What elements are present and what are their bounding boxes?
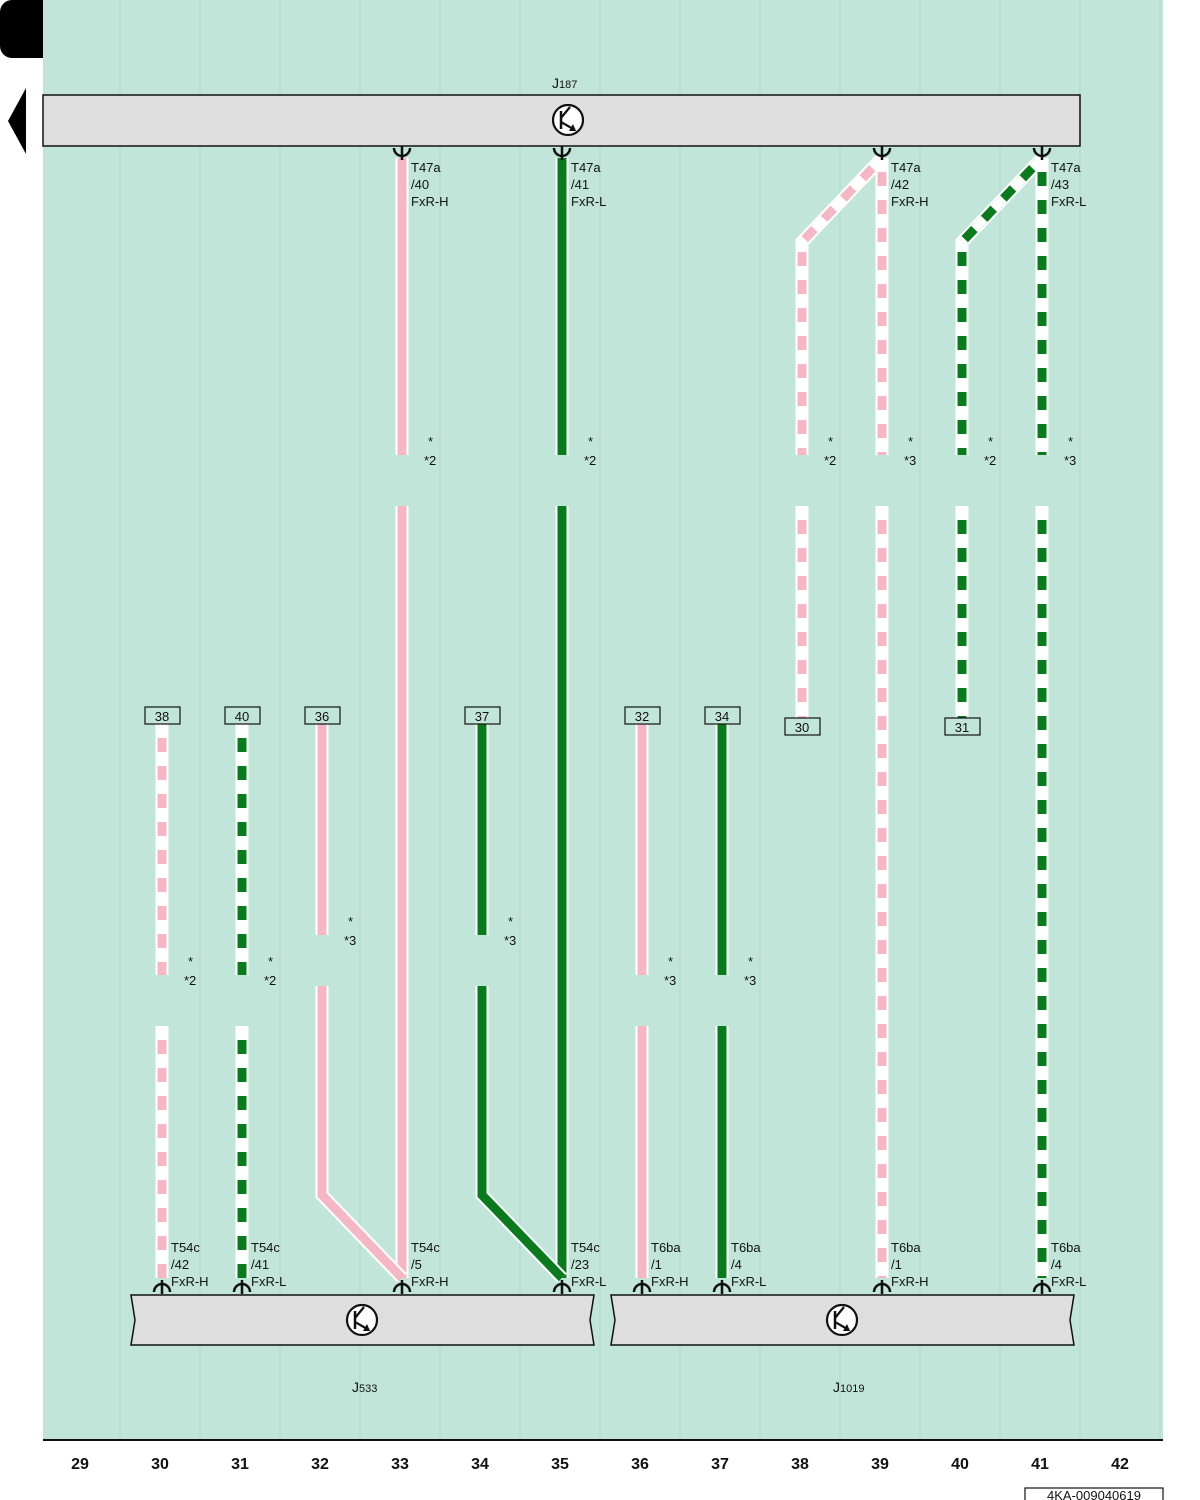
- transistor-arrow: [363, 1324, 370, 1331]
- column-number: 37: [711, 1456, 729, 1473]
- module-j533-label: J533: [352, 1379, 377, 1395]
- column-grid: [119, 0, 1161, 1440]
- footnote-star: *: [508, 914, 513, 929]
- reference-box[interactable]: [704, 706, 741, 725]
- column-number: 30: [151, 1456, 169, 1473]
- footnote: *3: [1064, 453, 1076, 468]
- footnote-star: *: [588, 434, 593, 449]
- transistor-arrow: [569, 124, 576, 131]
- footnote: *3: [744, 973, 756, 988]
- reference-box[interactable]: [784, 717, 821, 736]
- reference-box[interactable]: [624, 706, 661, 725]
- module-j187-label: J187: [552, 75, 577, 91]
- column-number: 35: [551, 1456, 569, 1473]
- reference-number: 34: [715, 709, 729, 724]
- reference-number: 36: [315, 709, 329, 724]
- footnote: *2: [264, 973, 276, 988]
- footnote: *3: [904, 453, 916, 468]
- reference-box[interactable]: [304, 706, 341, 725]
- wires: [155, 153, 1049, 1283]
- transistor-icon: [345, 1303, 379, 1337]
- footnote-star: *: [1068, 434, 1073, 449]
- column-number: 38: [791, 1456, 809, 1473]
- footnote: *3: [344, 933, 356, 948]
- column-number: 39: [871, 1456, 889, 1473]
- reference-number: 32: [635, 709, 649, 724]
- transistor-arrow: [843, 1324, 850, 1331]
- reference-number: 40: [235, 709, 249, 724]
- footnote: *2: [424, 453, 436, 468]
- reference-box[interactable]: [464, 706, 501, 725]
- reference-number: 37: [475, 709, 489, 724]
- footnote-star: *: [828, 434, 833, 449]
- wire-stripe: [797, 154, 886, 455]
- footnote: *3: [664, 973, 676, 988]
- reference-box[interactable]: [944, 717, 981, 736]
- footnote: *3: [504, 933, 516, 948]
- footnote-star: *: [188, 954, 193, 969]
- transistor-collector: [354, 1306, 365, 1319]
- column-number: 42: [1111, 1456, 1129, 1473]
- figure-id-box: [1024, 1487, 1164, 1500]
- footnote-star: *: [268, 954, 273, 969]
- footnote: *2: [184, 973, 196, 988]
- footnote: *2: [584, 453, 596, 468]
- footnote-star: *: [668, 954, 673, 969]
- prev-page-arrow-icon[interactable]: [8, 88, 26, 154]
- column-number: 34: [471, 1456, 489, 1473]
- footnote: *2: [984, 453, 996, 468]
- reference-number: 38: [155, 709, 169, 724]
- transistor-icon: [825, 1303, 859, 1337]
- column-number: 40: [951, 1456, 969, 1473]
- column-number: 29: [71, 1456, 89, 1473]
- wire-core: [477, 986, 566, 1282]
- transistor-collector: [834, 1306, 845, 1319]
- reference-number: 31: [955, 720, 969, 735]
- module-j1019-label: J1019: [833, 1379, 864, 1395]
- footnote-marks: * *2 * *2 * *2 * *3 * *2 * *3 * *2 * *2 …: [184, 434, 1076, 988]
- footnote-star: *: [748, 954, 753, 969]
- reference-box[interactable]: [224, 706, 261, 725]
- column-number: 36: [631, 1456, 649, 1473]
- column-number: 32: [311, 1456, 329, 1473]
- transistor-icon: [551, 103, 585, 137]
- transistor-collector: [560, 106, 571, 119]
- wire-stripe: [957, 154, 1046, 455]
- connectors: [152, 146, 1052, 1294]
- column-numbers: 29 30 31 32 33 34 35 36 37 38 39 40 41 4…: [71, 1456, 1129, 1473]
- reference-number: 30: [795, 720, 809, 735]
- column-number: 31: [231, 1456, 249, 1473]
- footnote-star: *: [908, 434, 913, 449]
- footnote-star: *: [428, 434, 433, 449]
- footnote-star: *: [348, 914, 353, 929]
- reference-box[interactable]: [144, 706, 181, 725]
- footnote: *2: [824, 453, 836, 468]
- column-number: 41: [1031, 1456, 1049, 1473]
- figure-id: 4KA-009040619: [1047, 1488, 1141, 1500]
- wire-core: [317, 986, 406, 1282]
- reference-boxes: 38 40 36 37 32 34 30 31: [144, 706, 981, 736]
- diagram-background: [43, 0, 1163, 1440]
- column-number: 33: [391, 1456, 409, 1473]
- footnote-star: *: [988, 434, 993, 449]
